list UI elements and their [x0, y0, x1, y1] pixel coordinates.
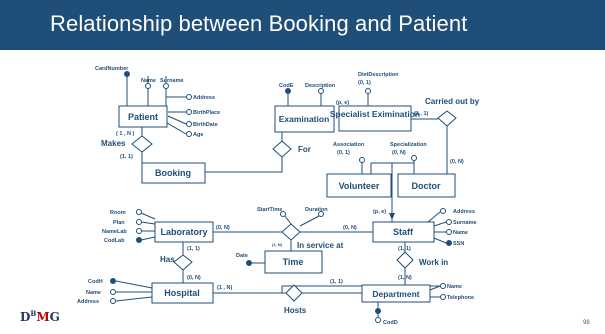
entity-patient: [118, 105, 168, 128]
cardinality-staff-generalization: (p, e): [373, 209, 386, 215]
attribute-code-key: [285, 88, 291, 94]
entity-label-department: Department: [372, 289, 419, 299]
attribute-label-plan: Plan: [113, 220, 125, 226]
attribute-label-association-card: (0, 1): [337, 150, 350, 156]
cardinality-booking-makes: (1, 1): [120, 154, 133, 160]
attribute-label-duration: Duration: [305, 207, 328, 213]
relationship-label-in-service-at: In service at: [297, 241, 344, 250]
attribute-label-codlab: CodLab: [104, 238, 125, 244]
entity-doctor: [397, 173, 456, 198]
attribute-label-dietdescription: DietDescription: [358, 72, 399, 78]
relationship-for: [272, 140, 292, 158]
relationship-label-makes: Makes: [101, 139, 126, 148]
attribute-label-description: Description: [305, 83, 336, 89]
entity-label-doctor: Doctor: [412, 181, 441, 191]
entity-label-laboratory: Laboratory: [160, 227, 207, 237]
entity-hospital: [151, 282, 214, 304]
attribute-label-address-staff: Address: [453, 209, 475, 215]
attribute-label-ssn: SSN: [453, 241, 464, 247]
cardinality-lab-has: (1, 1): [187, 246, 200, 252]
title-bar: Relationship between Booking and Patient: [0, 0, 605, 50]
attribute-label-association: Association: [333, 142, 365, 148]
attribute-label-diet-card: (0, 1): [358, 80, 371, 86]
entity-label-specialist: Specialist Eximination: [330, 109, 420, 119]
page-number: 98: [583, 320, 590, 326]
attribute-label-codh: CodH: [88, 279, 103, 285]
attribute-label-address-patient: Address: [193, 95, 215, 101]
relationship-hosts: [285, 284, 303, 302]
relationship-carried-out-by: [437, 110, 457, 127]
relationship-label-hosts: Hosts: [284, 306, 307, 315]
entity-label-examination: Examination: [279, 114, 330, 124]
cardinality-doctor-carried: (0, N): [450, 159, 464, 165]
cardinality-specialist-carried: (1 , 1): [414, 111, 429, 117]
cardinality-time-service: (1, N): [272, 242, 283, 247]
entity-specialist-examination: [338, 105, 412, 132]
relationship-has: [173, 254, 193, 271]
attribute-label-age: Age: [193, 132, 203, 138]
entity-staff: [372, 221, 435, 243]
attribute-label-name-staff: Name: [453, 230, 468, 236]
relationship-label-carried-out-by: Carried out by: [425, 97, 480, 106]
relationship-label-work-in: Work in: [419, 258, 448, 267]
entity-laboratory: [154, 221, 214, 243]
entity-volunteer: [326, 173, 392, 198]
entity-department: [361, 284, 431, 303]
attribute-label-surname-patient: Surname: [160, 78, 184, 84]
line-exam-for-booking: [205, 132, 283, 173]
attribute-label-starttime: StartTime: [257, 207, 282, 213]
attribute-label-telephone: Telephone: [447, 295, 474, 301]
entity-label-time: Time: [283, 257, 304, 267]
attribute-label-codd: CodD: [383, 320, 398, 326]
attribute-label-cardnumber: CardNumber: [95, 66, 129, 72]
attribute-codlab-key: [136, 237, 142, 243]
cardinality-staff-workin: (1, 1): [398, 246, 411, 252]
entity-examination: [274, 105, 335, 133]
attribute-label-birthplace: BirthPlace: [193, 110, 220, 116]
entity-booking: [141, 162, 206, 184]
attribute-label-name-dept: Name: [447, 284, 462, 290]
relationship-makes: [131, 135, 153, 153]
relationship-work-in: [396, 251, 414, 269]
entity-time: [264, 250, 323, 274]
attribute-label-room: Room: [110, 210, 126, 216]
attribute-codh-key: [110, 278, 116, 284]
attribute-label-birthdate: BirthDate: [193, 122, 218, 128]
cardinality-hospital-hosts: (1 , N): [217, 285, 232, 291]
attribute-label-specialization: Specialization: [390, 142, 427, 148]
cardinality-exam-generalization: (p, e): [336, 100, 349, 106]
attribute-label-code: CodE: [279, 83, 294, 89]
slide-title: Relationship between Booking and Patient: [50, 11, 468, 36]
cardinality-dept-workin: (1, N): [398, 275, 412, 281]
entity-label-patient: Patient: [128, 112, 158, 122]
cardinality-hospital-has: (0, N): [187, 275, 201, 281]
cardinality-dept-hosts: (1, 1): [330, 279, 343, 285]
attribute-ssn-key: [446, 240, 452, 246]
cardinality-lab-service: (0, N): [216, 225, 230, 231]
entity-label-volunteer: Volunteer: [339, 181, 380, 191]
entity-label-booking: Booking: [155, 168, 191, 178]
attribute-label-name-hospital: Name: [86, 290, 101, 296]
relationship-label-has: Has: [160, 255, 175, 264]
cardinality-patient-makes: ( 1 , N ): [116, 131, 135, 137]
generalization-arrow-staff: [389, 213, 395, 220]
attribute-label-specialization-card: (0, N): [392, 150, 406, 156]
relationship-in-service-at: [281, 223, 301, 241]
relationship-label-for: For: [298, 145, 311, 154]
entity-label-hospital: Hospital: [164, 288, 200, 298]
attribute-cardnumber-key: [124, 71, 130, 77]
cardinality-staff-service: (0, N): [343, 225, 357, 231]
attribute-label-name-patient: Name: [141, 78, 156, 84]
attribute-label-surname-staff: Surname: [453, 220, 477, 226]
attribute-label-namelab: NameLab: [102, 229, 127, 235]
dbdm-logo: DBMG: [20, 309, 60, 324]
entity-label-staff: Staff: [393, 227, 414, 237]
attribute-label-address-hospital: Address: [77, 299, 99, 305]
attribute-label-date: Date: [236, 253, 248, 259]
